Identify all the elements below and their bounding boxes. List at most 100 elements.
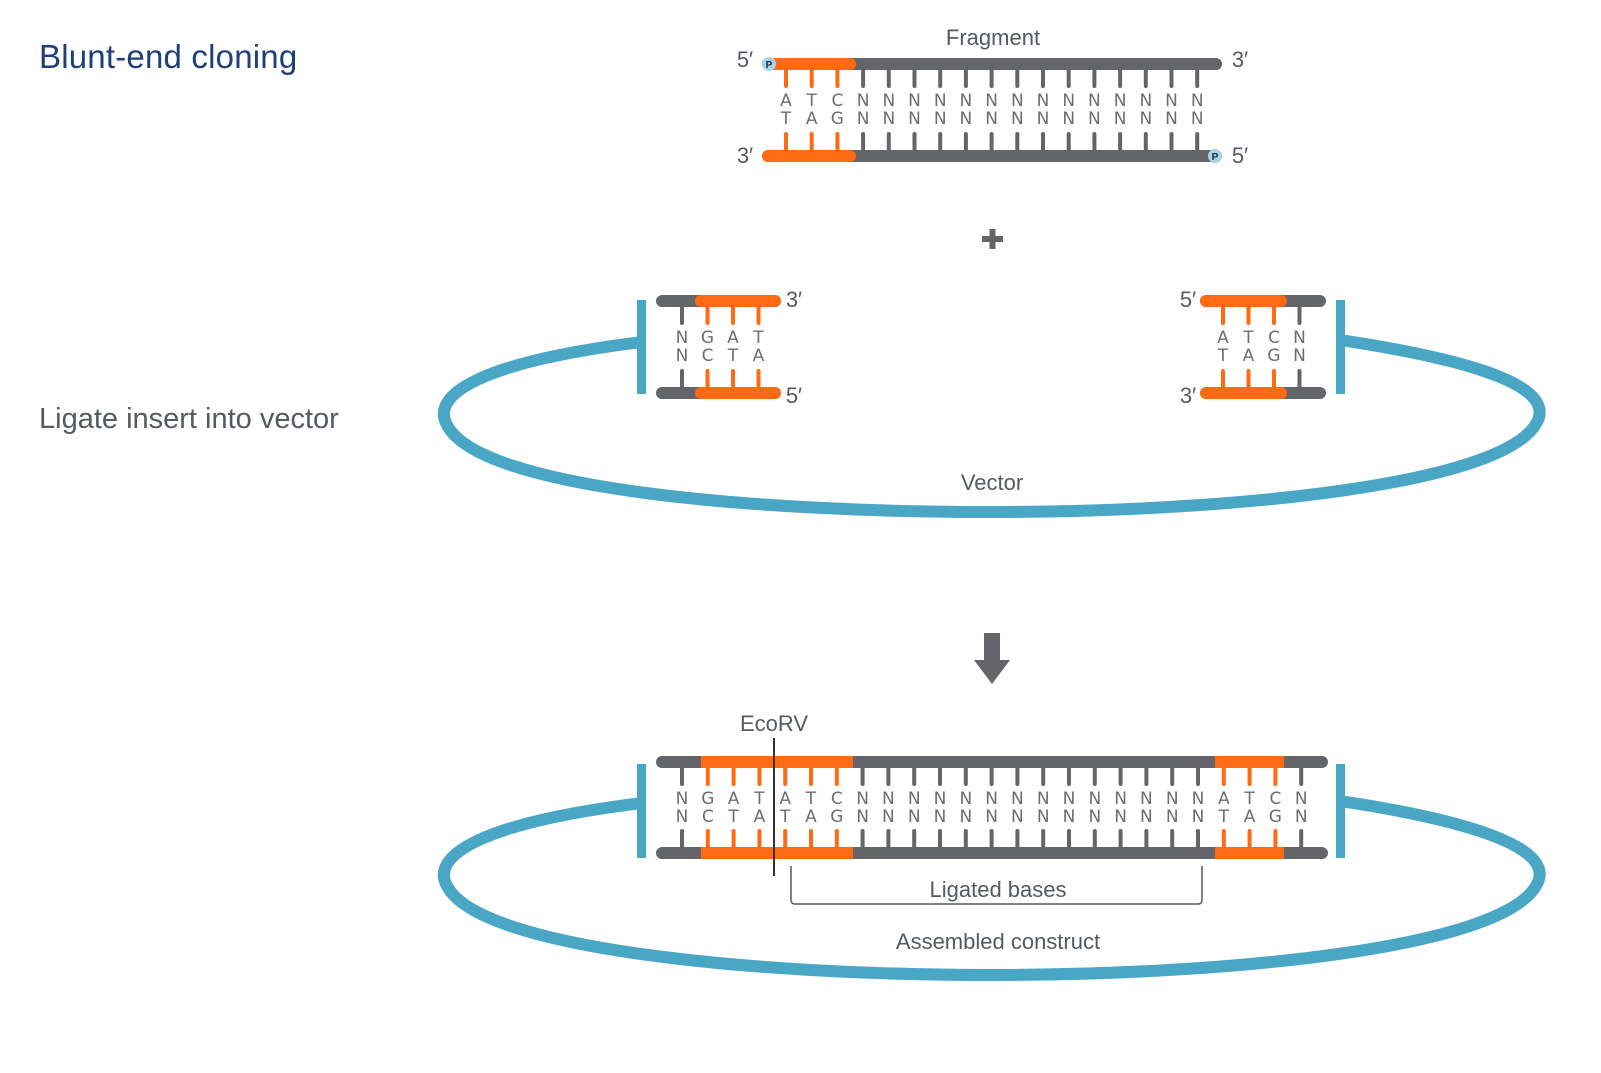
vector-left-cap bbox=[637, 300, 646, 394]
fragment-bottom-base: T bbox=[780, 109, 792, 129]
fragment-top-base: N bbox=[857, 91, 870, 111]
step-label: Ligate insert into vector bbox=[39, 403, 339, 435]
vector-right-bottom-base: N bbox=[1293, 346, 1306, 366]
fragment-top-base: T bbox=[806, 91, 818, 111]
construct-top-base: N bbox=[856, 789, 869, 809]
fragment-top-base: N bbox=[908, 91, 921, 111]
construct-bottom-base: N bbox=[1140, 807, 1153, 827]
construct-top-base: A bbox=[779, 789, 791, 809]
construct-bottom-base: N bbox=[1192, 807, 1205, 827]
fragment-bottom-base: A bbox=[806, 109, 818, 129]
ligated-bases-label: Ligated bases bbox=[930, 877, 1067, 902]
vector-left-top-base: T bbox=[752, 328, 764, 348]
construct-bottom-base: T bbox=[1218, 807, 1230, 827]
construct-top-base: N bbox=[985, 789, 998, 809]
construct-bottom-base: A bbox=[805, 807, 817, 827]
vector-left-bottom-base: T bbox=[727, 346, 739, 366]
vector-left-bottom-base: N bbox=[676, 346, 689, 366]
construct-top-base: N bbox=[1114, 789, 1127, 809]
vector-left-top-base: G bbox=[701, 328, 714, 348]
construct-bottom-base: G bbox=[1269, 807, 1282, 827]
construct-duplex: NNGCATTAATTACGNNNNNNNNNNNNNNNNNNNNNNNNNN… bbox=[656, 756, 1328, 859]
ecorv-label: EcoRV bbox=[740, 711, 808, 736]
fragment-top-base: N bbox=[934, 91, 947, 111]
construct-bottom-base: N bbox=[676, 807, 689, 827]
construct-top-base: N bbox=[1192, 789, 1205, 809]
vector-right-top-base: C bbox=[1268, 328, 1280, 348]
construct-top-base: C bbox=[1269, 789, 1281, 809]
fragment-top-base: N bbox=[1165, 91, 1178, 111]
vector-right-bottom-base: G bbox=[1267, 346, 1280, 366]
construct-top-base: T bbox=[753, 789, 765, 809]
construct-bottom-base: T bbox=[727, 807, 739, 827]
construct-top-base: A bbox=[1218, 789, 1230, 809]
construct-top-base: N bbox=[959, 789, 972, 809]
vector-left-top-base: N bbox=[676, 328, 689, 348]
vector-left-bottom-end: 5′ bbox=[786, 383, 802, 408]
construct-top-base: N bbox=[934, 789, 947, 809]
fragment-bottom-base: N bbox=[1011, 109, 1024, 129]
construct-top-base: T bbox=[1243, 789, 1255, 809]
phosphate-label: P bbox=[1212, 152, 1219, 163]
phosphate-icon bbox=[1208, 149, 1222, 163]
vector-left-bottom-base: C bbox=[702, 346, 714, 366]
construct-top-base: N bbox=[1011, 789, 1024, 809]
construct-top-base: C bbox=[831, 789, 843, 809]
construct-top-base: N bbox=[882, 789, 895, 809]
fragment-bottom-base: N bbox=[1062, 109, 1075, 129]
vector-backbone bbox=[437, 334, 1546, 519]
fragment-bottom-base: N bbox=[1165, 109, 1178, 129]
vector-right-bottom-base: A bbox=[1243, 346, 1255, 366]
fragment-top-base: N bbox=[882, 91, 895, 111]
vector-right-cap bbox=[1336, 300, 1345, 394]
construct-top-base: N bbox=[1063, 789, 1076, 809]
fragment-bottom-base: N bbox=[1088, 109, 1101, 129]
construct-top-base: N bbox=[1037, 789, 1050, 809]
fragment-top-base: N bbox=[1011, 91, 1024, 111]
construct-top-base: N bbox=[1140, 789, 1153, 809]
construct-bottom-base: G bbox=[830, 807, 843, 827]
vector-right-bottom-end: 3′ bbox=[1180, 383, 1196, 408]
fragment-top-base: N bbox=[1037, 91, 1050, 111]
construct-top-base: N bbox=[1088, 789, 1101, 809]
vector-right-top-base: N bbox=[1293, 328, 1306, 348]
vector-left-top-end: 3′ bbox=[786, 287, 802, 312]
fragment-bottom-base: G bbox=[831, 109, 844, 129]
construct-top-base: T bbox=[805, 789, 817, 809]
vector-right-top-base: T bbox=[1242, 328, 1254, 348]
construct-bottom-base: N bbox=[959, 807, 972, 827]
fragment-bottom-base: N bbox=[908, 109, 921, 129]
construct-bottom-base: N bbox=[985, 807, 998, 827]
fragment-top-right-end: 3′ bbox=[1232, 47, 1248, 72]
plus-icon bbox=[982, 229, 1003, 249]
vector-right-top-base: A bbox=[1217, 328, 1229, 348]
fragment-bottom-base: N bbox=[934, 109, 947, 129]
construct-bottom-base: N bbox=[1088, 807, 1101, 827]
vector-right-bottom-base: T bbox=[1217, 346, 1229, 366]
vector-right-top-end: 5′ bbox=[1180, 287, 1196, 312]
construct-bottom-base: A bbox=[1244, 807, 1256, 827]
construct-top-base: N bbox=[908, 789, 921, 809]
fragment-bottom-base: N bbox=[1191, 109, 1204, 129]
vector-label: Vector bbox=[961, 470, 1023, 495]
construct-bottom-base: A bbox=[754, 807, 766, 827]
construct-bottom-base: N bbox=[856, 807, 869, 827]
vector-left-bottom-base: A bbox=[753, 346, 765, 366]
fragment-duplex: Fragment 5′ 3′ 3′ 5′ ATTACGNNNNNNNNNNNNN… bbox=[737, 25, 1248, 168]
phosphate-icon bbox=[762, 57, 776, 71]
fragment-bottom-base: N bbox=[857, 109, 870, 129]
fragment-bottom-left-end: 3′ bbox=[737, 143, 753, 168]
construct-right-cap bbox=[1336, 764, 1345, 858]
fragment-top-base: A bbox=[780, 91, 792, 111]
fragment-bottom-base: N bbox=[960, 109, 973, 129]
construct-label: Assembled construct bbox=[896, 929, 1100, 954]
fragment-top-base: N bbox=[1088, 91, 1101, 111]
fragment-top-base: N bbox=[1191, 91, 1204, 111]
fragment-top-base: N bbox=[960, 91, 973, 111]
construct-bottom-base: N bbox=[1166, 807, 1179, 827]
page-title: Blunt-end cloning bbox=[39, 38, 298, 75]
fragment-top-base: N bbox=[1062, 91, 1075, 111]
